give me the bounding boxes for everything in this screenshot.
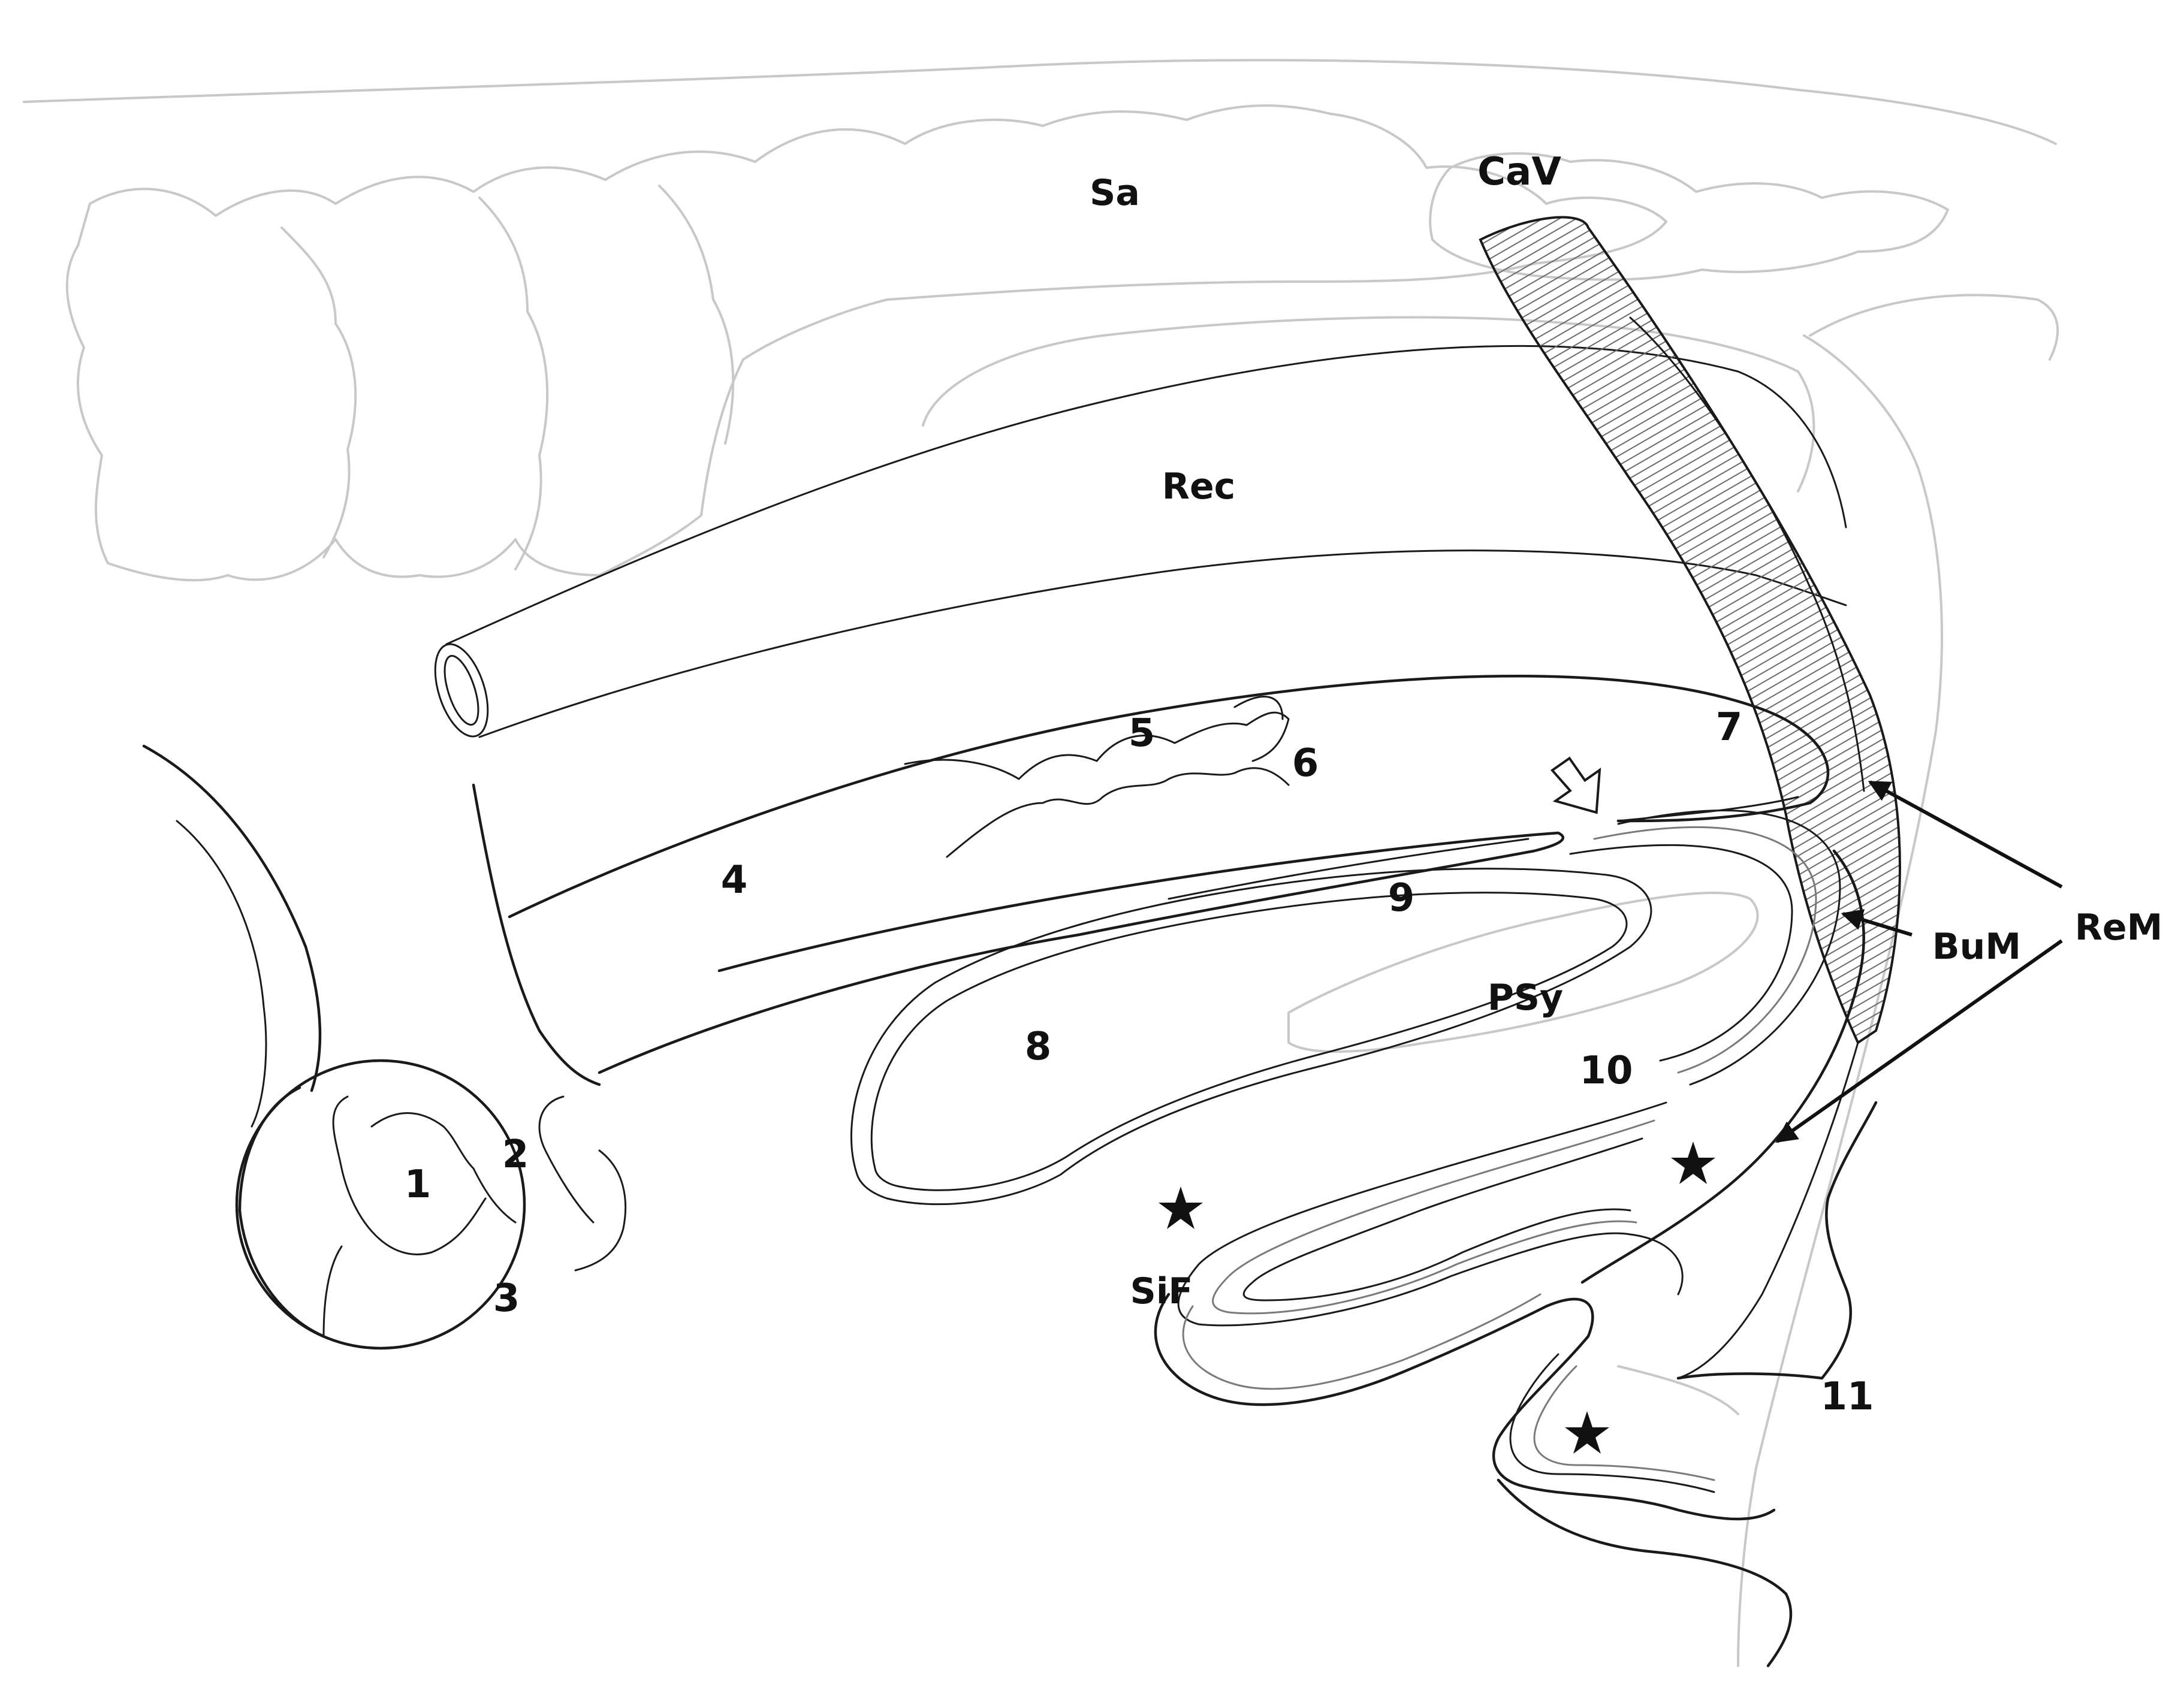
- fold-lower-1: [1509, 1353, 1715, 1493]
- label-sif: SiF: [1130, 1270, 1193, 1312]
- body-dorsal-outline: [23, 59, 2057, 145]
- fold-lower-2: [1533, 1365, 1715, 1481]
- prepuce-outer-left: [142, 744, 322, 1092]
- glans-penis: [235, 1059, 526, 1350]
- structure-7-lower: [1617, 796, 1799, 822]
- rem-arrow-upper: [1868, 780, 2063, 889]
- layer-9-inner: [1569, 844, 1793, 1062]
- rem-arrow-lower: [1775, 939, 2063, 1143]
- structure-7: [1617, 796, 1799, 822]
- structure-5-6: [904, 696, 1290, 858]
- penis-and-prepuce: [142, 674, 1830, 1350]
- glans-lumen-right: [538, 1095, 595, 1224]
- sif-mid: [1182, 1293, 1542, 1390]
- hollow-arrow-icon: [1550, 756, 1601, 814]
- vertebra-lobe-3: [658, 185, 735, 445]
- label-rem: ReM: [2075, 907, 2163, 949]
- pelvic-inner-outline: [922, 316, 1815, 493]
- label-cav: CaV: [1477, 150, 1561, 194]
- rem-inner-strand: [1629, 316, 1865, 792]
- label-9: 9: [1388, 876, 1415, 920]
- rectum-lumen: [444, 655, 479, 726]
- fossa-ghost-line: [1617, 1365, 1739, 1415]
- layer-10-inner: [1242, 1137, 1643, 1302]
- gland-8: [850, 868, 1652, 1206]
- rectococcygeus-muscle: [1479, 216, 1901, 1379]
- label-3: 3: [493, 1276, 520, 1321]
- label-1: 1: [405, 1162, 432, 1207]
- urethral-slit: [1168, 838, 1530, 900]
- prepuce-inner-left: [176, 820, 267, 1128]
- squiggle-upper: [904, 711, 1290, 780]
- pointer-arrows: [1775, 780, 2063, 1143]
- glans-lumen-mid: [370, 1112, 517, 1224]
- gland-8-outer: [850, 868, 1652, 1206]
- label-7: 7: [1716, 705, 1743, 750]
- sif-outer: [1154, 1293, 1776, 1521]
- layer-9-outer: [1617, 810, 1841, 1086]
- label-6: 6: [1292, 741, 1319, 786]
- glans-left-bulge: [238, 1086, 325, 1338]
- background-outlines: [23, 59, 2059, 1667]
- bum-arrow: [1841, 909, 1912, 937]
- anal-region-line: [1676, 1101, 1878, 1380]
- label-10: 10: [1579, 1049, 1633, 1093]
- labels: Sa CaV Rec 1 2 3 4 5 6 7 8 9 10 11 PSy S…: [405, 150, 2163, 1419]
- tail-base-outline: [1809, 294, 2059, 361]
- layer-10-outer: [1177, 1101, 1684, 1327]
- rectum-cut-end: [434, 643, 489, 738]
- glans-lumen-lower: [574, 1149, 627, 1272]
- label-sa: Sa: [1090, 172, 1140, 214]
- vertebra-lobe-2: [478, 197, 549, 570]
- psy-inner-outline: [1287, 892, 1759, 1053]
- folded-layers: [1154, 810, 1878, 1668]
- penis-ventral-contour: [598, 831, 1564, 1074]
- vertebra-lobe-1: [280, 227, 357, 558]
- penis-dorsal-contour: [508, 674, 1830, 919]
- star-markers: [1159, 1142, 1715, 1454]
- squiggle-lower: [946, 767, 1290, 858]
- label-5: 5: [1129, 711, 1156, 756]
- squiggle-6-hook: [1233, 696, 1284, 720]
- rectum-dorsal-wall: [445, 345, 1847, 645]
- label-2: 2: [502, 1133, 529, 1177]
- label-rec: Rec: [1162, 466, 1235, 508]
- star-icon: [1565, 1411, 1609, 1454]
- label-4: 4: [721, 858, 748, 902]
- rem-lower-extension: [1677, 1041, 1859, 1379]
- label-8: 8: [1025, 1025, 1052, 1069]
- label-bum: BuM: [1932, 926, 2021, 968]
- star-icon: [1159, 1186, 1203, 1229]
- sacrum-outline: [65, 104, 1667, 582]
- glans-lumen-upper: [332, 1095, 487, 1255]
- label-psy: PSy: [1488, 977, 1563, 1019]
- rem-band: [1479, 216, 1901, 1044]
- label-11: 11: [1820, 1375, 1874, 1419]
- layer-9-mid: [1593, 826, 1817, 1074]
- perineum-lower: [1497, 1478, 1793, 1668]
- glans-base-line: [322, 1245, 343, 1337]
- gland-8-inner: [870, 892, 1628, 1191]
- body-wall-line: [472, 783, 601, 1086]
- layer-10-mid: [1212, 1119, 1655, 1315]
- star-icon: [1671, 1142, 1715, 1184]
